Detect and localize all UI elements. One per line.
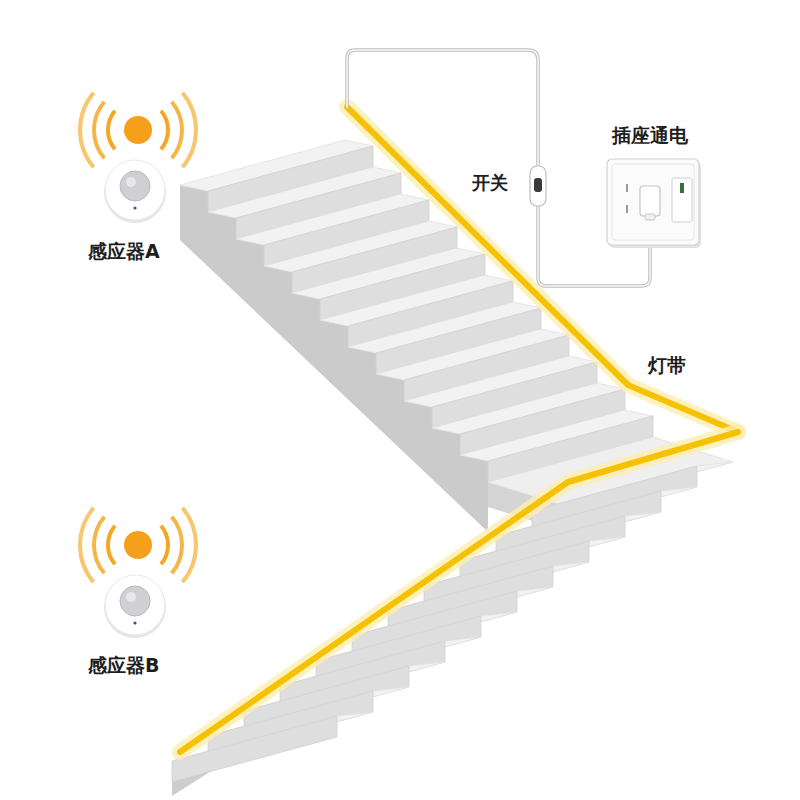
wall-socket	[607, 159, 701, 248]
switch-toggle	[534, 178, 542, 192]
sensor-label: 感应器B	[88, 654, 159, 677]
power-wire	[347, 50, 650, 286]
sensor-label: 感应器A	[88, 240, 160, 263]
sensor-icon	[80, 93, 196, 223]
power-wire-core	[347, 50, 650, 286]
wall-switch	[672, 178, 692, 222]
plug-neck	[645, 214, 655, 220]
socket-hole	[626, 184, 628, 192]
switch-body	[530, 166, 546, 206]
light-strip	[347, 107, 738, 432]
sensor-icon	[80, 508, 196, 638]
label-slot: 灯带	[648, 354, 686, 377]
socket-hole	[626, 205, 628, 213]
socket-plate	[607, 159, 699, 245]
light-strip-glow	[180, 432, 738, 752]
strip-label: 灯带	[648, 354, 686, 377]
label-slot: 开关	[472, 172, 508, 194]
wall-switch-mark	[680, 183, 684, 193]
stair-step	[172, 712, 373, 782]
light-strip-glow	[347, 107, 738, 432]
label-slot: 感应器B	[88, 654, 159, 677]
socket-label: 插座通电	[612, 124, 688, 147]
switch-label: 开关	[472, 172, 508, 194]
plug	[640, 186, 660, 216]
label-slot: 插座通电	[612, 124, 688, 147]
socket-inner	[612, 164, 694, 240]
inline-switch	[530, 166, 546, 206]
label-slot: 感应器A	[88, 240, 160, 263]
light-strip	[180, 432, 738, 752]
